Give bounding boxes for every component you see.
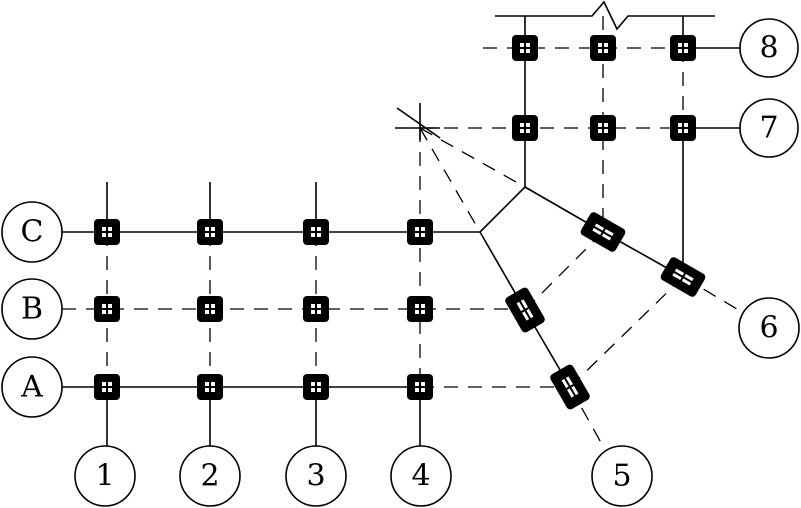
ring-c xyxy=(479,186,526,233)
bubble-col-2-label: 2 xyxy=(200,459,219,494)
axis-bubbles: C B A 1 2 3 4 5 xyxy=(1,18,800,507)
structural-column xyxy=(94,219,120,245)
axis-6-inner xyxy=(419,127,526,188)
structural-column xyxy=(660,257,706,297)
structural-column xyxy=(94,296,120,322)
bubble-row-7: 7 xyxy=(739,98,799,158)
bubble-row-c-label: C xyxy=(21,215,44,250)
bubble-row-7-label: 7 xyxy=(759,111,778,146)
structural-column xyxy=(590,115,616,141)
bubble-col-4-label: 4 xyxy=(411,459,430,494)
structural-column xyxy=(407,296,433,322)
bubble-axis-6-label: 6 xyxy=(759,311,778,346)
structural-column xyxy=(303,374,329,400)
bubble-col-3: 3 xyxy=(285,445,347,507)
grid-columns xyxy=(106,128,421,446)
structural-column xyxy=(407,374,433,400)
structural-column xyxy=(590,35,616,61)
center-mark-a xyxy=(396,107,441,139)
bubble-axis-5: 5 xyxy=(591,445,653,507)
structural-column xyxy=(197,219,223,245)
structural-column xyxy=(512,115,538,141)
bubble-axis-6: 6 xyxy=(738,297,800,359)
structural-column xyxy=(550,364,590,410)
structural-column xyxy=(580,212,626,252)
structural-column xyxy=(303,296,329,322)
bubble-row-8: 8 xyxy=(739,18,799,78)
bubble-row-c: C xyxy=(1,201,63,263)
bubble-col-4: 4 xyxy=(390,445,452,507)
structural-column xyxy=(512,35,538,61)
bubble-row-a: A xyxy=(1,356,63,418)
structural-column xyxy=(505,287,545,333)
structural-column xyxy=(197,374,223,400)
structural-column xyxy=(407,219,433,245)
break-line xyxy=(495,0,715,31)
bubble-col-1-label: 1 xyxy=(95,459,114,494)
axis-5-inner xyxy=(419,127,481,233)
structural-column xyxy=(670,115,696,141)
bubble-col-2: 2 xyxy=(179,445,241,507)
bubble-row-a-label: A xyxy=(20,370,43,405)
ring-a xyxy=(569,276,684,388)
structural-column xyxy=(197,296,223,322)
columns xyxy=(94,35,706,410)
bubble-axis-5-label: 5 xyxy=(612,459,631,494)
bubble-col-3-label: 3 xyxy=(306,459,325,494)
structural-column xyxy=(303,219,329,245)
bubble-col-1: 1 xyxy=(74,445,136,507)
structural-column xyxy=(94,374,120,400)
ring-b xyxy=(524,231,604,311)
bubble-row-b-label: B xyxy=(21,292,43,327)
bubble-row-b: B xyxy=(1,278,63,340)
bubble-row-8-label: 8 xyxy=(759,31,778,66)
structural-column xyxy=(670,35,696,61)
